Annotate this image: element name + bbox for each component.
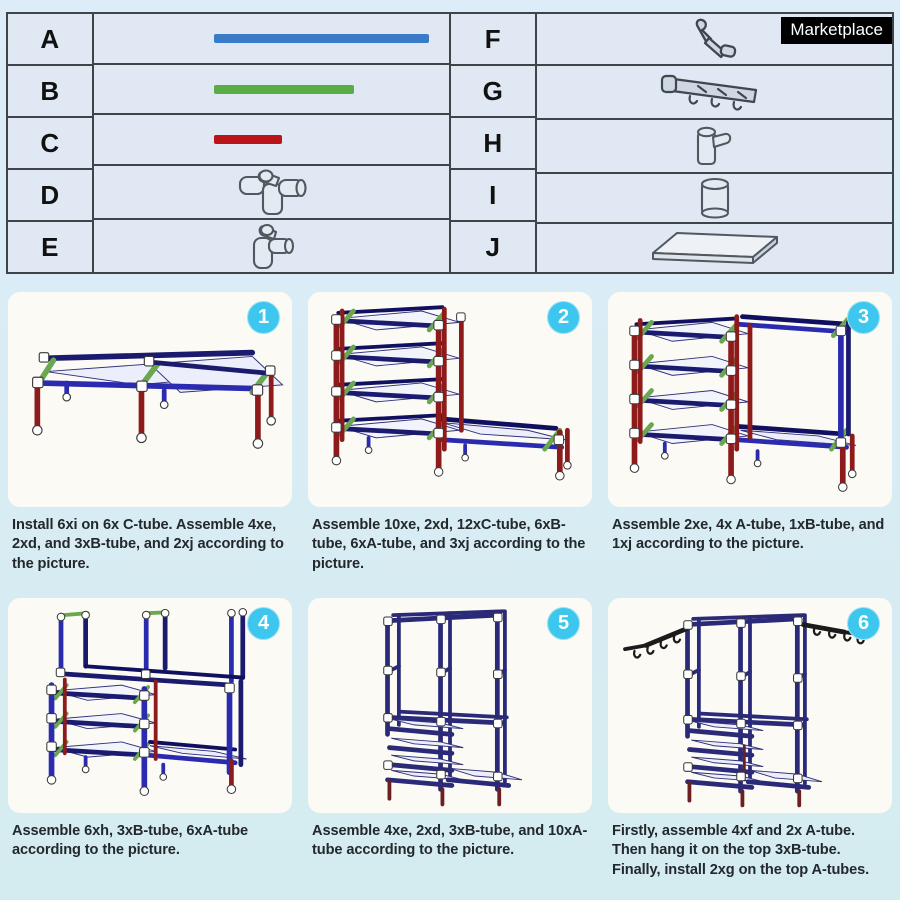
step-6-number-badge: 6 [847,607,880,640]
parts-letter-cell-d: D [8,170,92,222]
parts-figure-column-right [537,14,892,272]
parts-letter-cell-b: B [8,66,92,118]
assembly-step-5: 5 [300,594,600,900]
step-4-figure: 4 [8,598,292,813]
parts-figure-cell-i [537,174,892,224]
single-hook-bracket-wrap [537,14,892,64]
part-letter-b: B [40,76,60,106]
step-4-number-badge: 4 [247,607,280,640]
step-6-caption: Firstly, assemble 4xf and 2x A-tube. The… [612,823,870,878]
closed-wardrobe-frame-diagram [383,609,523,807]
marketplace-badge: Marketplace [781,17,892,44]
tee-socket-connector-wrap [537,120,892,172]
step-3-caption: Assemble 2xe, 4x A-tube, 1xB-tube, and 1… [612,517,885,553]
part-letter-i: I [489,180,497,210]
tee-socket-connector-icon [696,126,731,166]
three-way-elbow-connector-wrap [94,220,449,272]
four-way-cross-connector-icon [238,169,307,216]
step-2-figure: 2 [308,292,592,507]
step-3-number-badge: 3 [847,301,880,334]
step-5-figure: 5 [308,598,592,813]
step-2-caption: Assemble 10xe, 2xd, 12xC-tube, 6xB-tube,… [312,517,586,572]
shelf-with-tall-open-bay-diagram [629,314,857,492]
assembly-step-4: 4 [0,594,300,900]
part-letter-h: H [483,128,503,158]
step-2-number-badge: 2 [547,301,580,334]
parts-figure-cell-a [94,14,449,65]
parts-letter-cell-c: C [8,118,92,170]
parts-figure-cell-e [94,220,449,273]
multi-hook-rail-icon [660,74,757,111]
assembly-step-6: 6 [600,594,900,900]
parts-figure-cell-b [94,64,449,116]
parts-figure-cell-g [537,66,892,120]
step-5-number-badge: 5 [547,607,580,640]
step-1-caption: Install 6xi on 6x C-tube. Assemble 4xe, … [12,517,284,572]
part-letter-g: G [482,76,504,106]
parts-letter-column-right: F G H I J [451,14,537,272]
part-letter-a: A [40,24,60,54]
step-1-number-badge: 1 [247,301,280,334]
step-3-figure: 3 [608,292,892,507]
three-way-elbow-connector-icon [252,223,294,270]
step-5-caption: Assemble 4xe, 2xd, 3xB-tube, and 10xA-tu… [312,823,588,859]
part-letter-d: D [40,180,60,210]
long-blue-tube-wrap [94,33,449,43]
cylinder-foot-cap-wrap [537,175,892,221]
medium-green-tube-icon [214,84,354,94]
part-letter-f: F [484,24,502,54]
parts-figure-cell-j [537,224,892,272]
medium-green-tube-wrap [94,84,449,94]
parts-letter-cell-e: E [8,222,92,272]
low-double-bench-frame-diagram [32,349,284,449]
left-hook-rail [623,625,690,659]
cylinder-foot-cap-icon [700,177,729,219]
multi-hook-rail-wrap [537,66,892,118]
step-6-figure: 6 [608,598,892,813]
wardrobe-frame-with-side-hooks-diagram [623,613,872,808]
flat-shelf-panel-wrap [537,225,892,271]
long-blue-tube-icon [214,33,429,43]
parts-letter-cell-f: F [451,14,535,66]
parts-letter-cell-j: J [451,222,535,272]
parts-letter-column-left: A B C D E [8,14,94,272]
short-red-tube-wrap [94,135,449,145]
assembly-step-2: 2 [300,288,600,594]
short-red-tube-icon [214,135,282,145]
single-hook-bracket-icon [695,18,736,59]
flat-shelf-panel-icon [651,232,778,264]
parts-figure-cell-c [94,115,449,167]
parts-figure-cell-d [94,166,449,221]
parts-letter-cell-i: I [451,170,535,222]
parts-letter-cell-a: A [8,14,92,66]
four-way-cross-connector-wrap [94,166,449,218]
parts-table-left-half: A B C D E [8,14,451,273]
assembly-steps-grid: 1 [0,288,900,900]
parts-legend-table: A B C D E [6,12,894,274]
parts-figure-column-left [94,14,449,273]
part-letter-c: C [40,128,60,158]
four-tier-shelf-with-side-extension-diagram [331,305,572,481]
step-1-figure: 1 [8,292,292,507]
part-letter-e: E [41,232,59,262]
step-4-caption: Assemble 6xh, 3xB-tube, 6xA-tube accordi… [12,823,249,859]
assembly-step-3: 3 [600,288,900,594]
assembly-step-1: 1 [0,288,300,594]
parts-letter-cell-h: H [451,118,535,170]
part-letter-j: J [485,232,501,262]
parts-letter-cell-g: G [451,66,535,118]
frame-with-upper-uprights-diagram [46,607,248,796]
parts-table-right-half: F G H I J [451,14,892,272]
parts-figure-cell-h [537,120,892,174]
